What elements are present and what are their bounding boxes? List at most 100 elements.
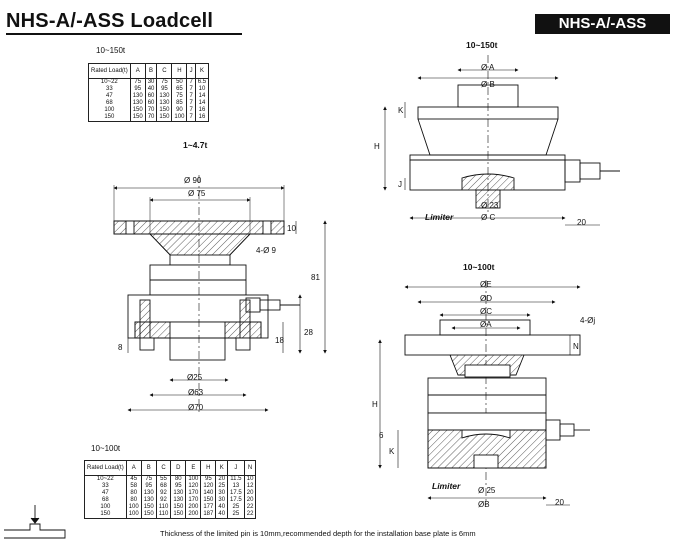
table-cell: 14 (194, 100, 210, 107)
column-header: N (243, 460, 257, 476)
dim-d25: Ø 25 (478, 486, 496, 495)
drawing-small-caption: 1~4.7t (183, 140, 208, 150)
table-cell: 22 (243, 511, 257, 519)
table-cell: 7 (186, 93, 196, 100)
dim-d70: Ø70 (188, 403, 204, 412)
dim-dD: ØD (480, 294, 492, 303)
drawing-top-right (383, 55, 620, 226)
dim-dC: ØC (480, 307, 492, 316)
table-cell: 150 (140, 504, 157, 511)
dim-h28: 28 (304, 328, 313, 337)
dim-d90: Ø 90 (184, 176, 202, 185)
dim-hole: 4-Ø 9 (256, 246, 277, 255)
title-underline (6, 33, 242, 35)
dim-h18: 18 (275, 336, 284, 345)
table-cell: 11.5 (227, 475, 245, 483)
column-header: J (227, 460, 245, 476)
dim-dE: ØE (480, 280, 492, 289)
model-tag: NHS-A/-ASS (535, 14, 670, 34)
table-cell: 75 (140, 475, 157, 483)
table-cell: 177 (200, 504, 217, 511)
table-cell: 140 (200, 490, 217, 497)
table-cell: 16 (194, 107, 210, 114)
table-cell: 12 (243, 483, 257, 490)
dim-dA: Ø A (481, 63, 495, 72)
dim-dB: Ø B (481, 80, 495, 89)
dim-J: J (398, 180, 402, 189)
table-cell: 17.5 (227, 490, 245, 497)
limiter-label: Limiter (432, 481, 461, 491)
table-cell: 7 (186, 100, 196, 107)
dim-K: K (398, 106, 404, 115)
table-cell: 7 (186, 114, 196, 122)
table-cell: 95 (200, 475, 217, 483)
dim-H: H (372, 400, 378, 409)
column-header: B (140, 460, 157, 476)
table-cell: 20 (243, 497, 257, 504)
dim-d63: Ø63 (188, 388, 204, 397)
table-cell: 7 (186, 107, 196, 114)
table-cell: 17.5 (227, 497, 245, 504)
table-cell: 25 (227, 511, 245, 519)
table-cell: 25 (227, 504, 245, 511)
dim-dC: Ø C (481, 213, 496, 222)
table-cell: 6.5 (194, 78, 210, 86)
column-header: A (125, 460, 142, 476)
footer-note: Thickness of the limited pin is 10mm,rec… (160, 529, 476, 538)
dim-d25: Ø25 (187, 373, 203, 382)
dim-d23: Ø 23 (481, 201, 499, 210)
dim-K: K (389, 447, 395, 456)
dim-d75: Ø 75 (188, 189, 206, 198)
table-cell: 187 (200, 511, 217, 519)
column-header: H (200, 460, 217, 476)
table-cell: 16 (194, 114, 210, 122)
drawing-bottom-right (378, 280, 590, 506)
dim-h10: 10 (287, 224, 296, 233)
column-header: K (194, 63, 210, 79)
column-header: A (129, 63, 146, 79)
limiter-label: Limiter (425, 212, 454, 222)
table-cell: 130 (129, 93, 146, 100)
drawing-top-right-caption: 10~150t (466, 40, 498, 50)
table-cell: 130 (140, 490, 157, 497)
table-cell: 150 (129, 107, 146, 114)
table-cell: 75 (129, 78, 146, 86)
dim-dB: ØB (478, 500, 490, 509)
table-cell: 95 (140, 483, 157, 490)
table-cell: 150 (140, 511, 157, 519)
dim-six: 6 (379, 431, 384, 440)
table-cell: 22 (243, 504, 257, 511)
page-title: NHS-A/-ASS Loadcell (6, 10, 214, 32)
table-cell: 150 (129, 114, 146, 122)
install-base-symbol (4, 505, 66, 539)
column-header: Rated Load(t) (84, 460, 127, 476)
dim-h81: 81 (311, 273, 320, 282)
table-cell: 14 (194, 93, 210, 100)
table-cell: 20 (243, 490, 257, 497)
dim-H: H (374, 142, 380, 151)
dim-w20: 20 (555, 498, 564, 507)
dim-w20: 20 (577, 218, 586, 227)
table-cell: 150 (200, 497, 217, 504)
dim-dA: ØA (480, 320, 492, 329)
drawing-small (113, 175, 327, 415)
table-small-caption: 10~150t (96, 46, 126, 55)
table-cell: 10 (194, 86, 210, 93)
dim-hole: 4-Øj (580, 316, 596, 325)
drawing-bottom-right-caption: 10~100t (463, 262, 495, 272)
column-header: J (186, 63, 196, 79)
